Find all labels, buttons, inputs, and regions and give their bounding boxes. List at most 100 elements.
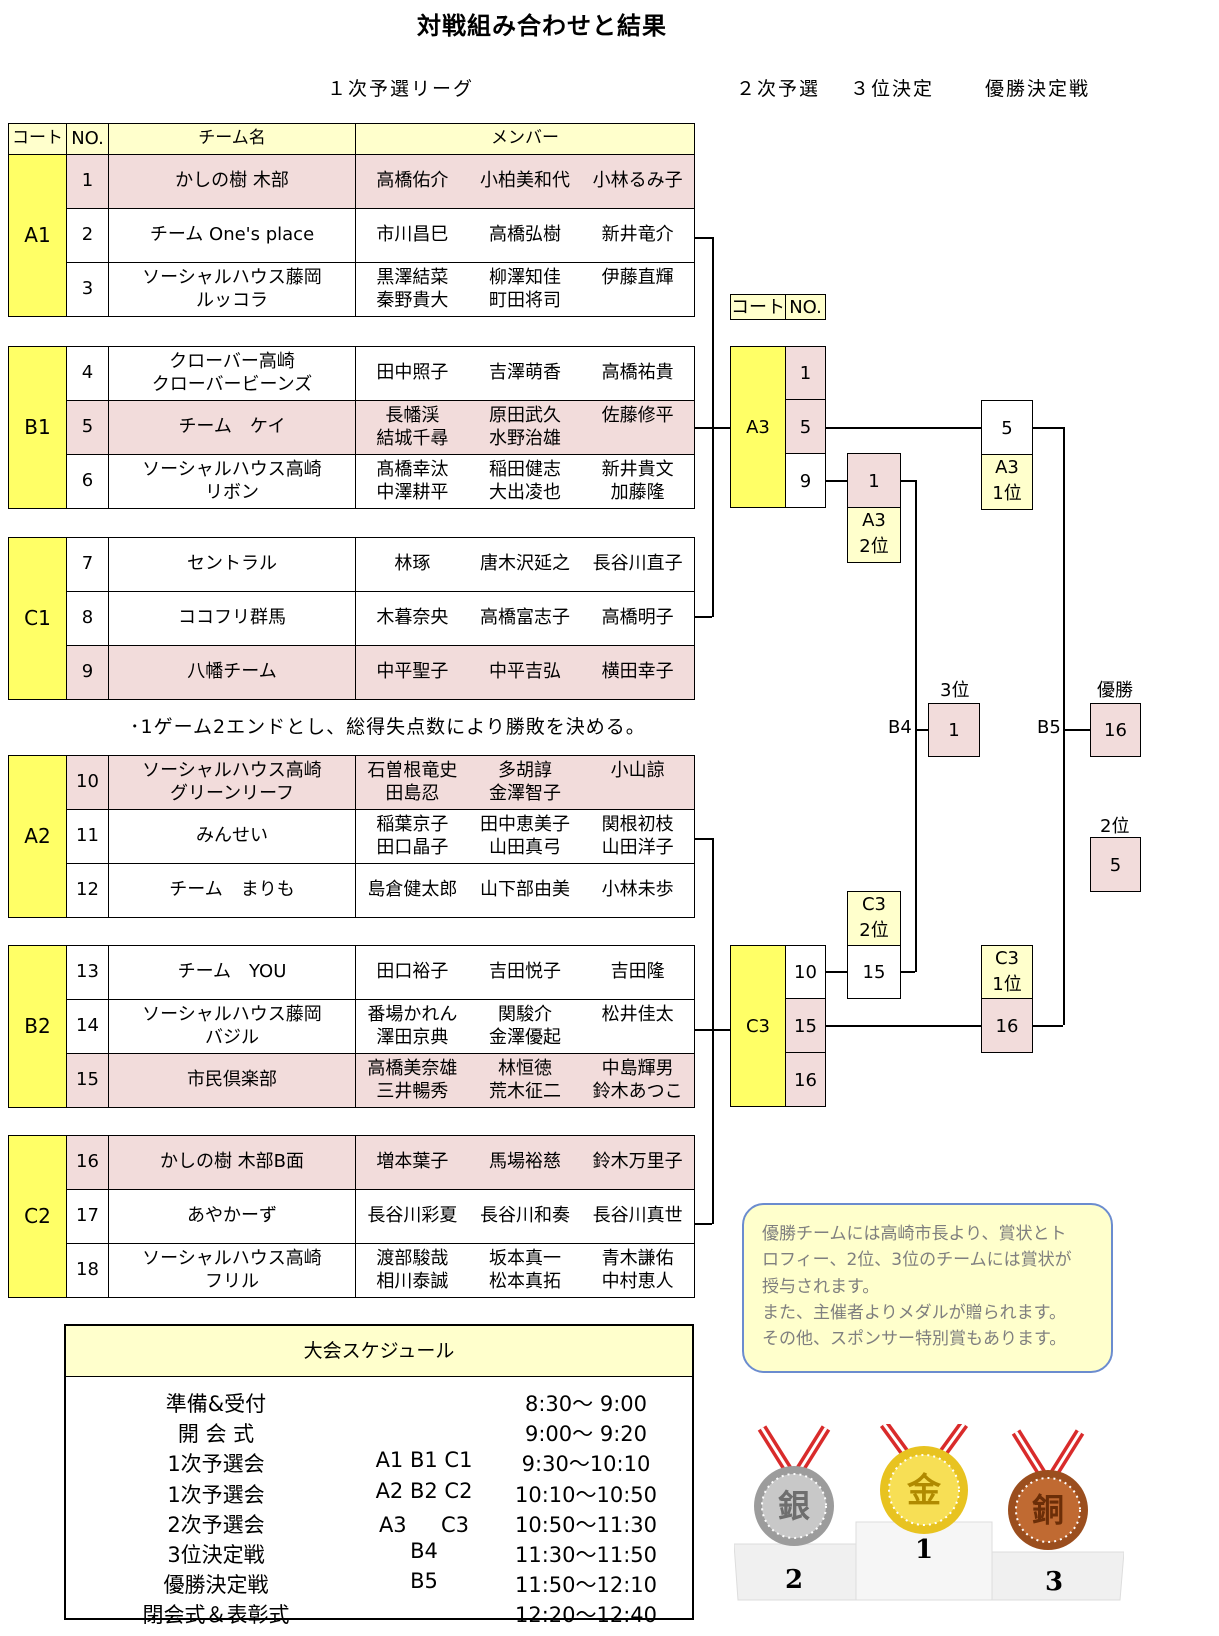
header-prelim1: １次予選リーグ (327, 78, 475, 100)
team-members: 渡部駿哉坂本真一青木謙佑相川泰誠松本真拓中村恵人 (355, 1243, 695, 1298)
team-no: 6 (66, 454, 109, 509)
silver-char: 銀 (778, 1487, 810, 1525)
member-name: 田口裕子 (376, 961, 449, 983)
member-name: 田島忍 (385, 782, 440, 804)
bracket-line (694, 838, 712, 840)
bracket-line (1063, 729, 1090, 731)
team-members: 長幡渓原田武久佐藤修平結城千尋水野治雄 (355, 400, 695, 455)
member-name: 吉澤萌香 (488, 362, 561, 384)
schedule-event: 1次予選会 (167, 1452, 265, 1477)
a3-no-2: 5 (785, 399, 826, 454)
winner-caption: 優勝 (1097, 680, 1133, 701)
member-name: 吉田悦子 (488, 961, 561, 983)
team-name-line: 八幡チーム (187, 661, 277, 683)
schedule-time: 10:10～10:50 (514, 1482, 658, 1507)
b4-no: 1 (928, 703, 980, 757)
member-name: 高橋明子 (601, 607, 674, 629)
member-name: 島倉健太郎 (367, 879, 458, 901)
team-name-line: チーム ケイ (178, 416, 286, 438)
c3-second-no: 15 (847, 945, 901, 999)
note-line: 授与されます。 (762, 1276, 880, 1297)
col-members: メンバー (355, 123, 695, 155)
team-members: 林琢唐木沢延之長谷川直子 (355, 537, 695, 592)
note-line: その他、スポンサー特別賞もあります。 (762, 1329, 1067, 1350)
member-name: 田中照子 (376, 362, 449, 384)
member-name: 長幡渓 (385, 405, 440, 426)
member-name: 秦野貴大 (376, 289, 449, 311)
member-name: 田口晶子 (376, 836, 449, 858)
team-members: 黒澤結菜柳澤知佳伊藤直輝秦野貴大町田将司 (355, 262, 695, 317)
team-members: 稲葉京子田中恵美子関根初枝田口晶子山田真弓山田洋子 (355, 809, 695, 864)
member-name: 松井佳太 (601, 1004, 674, 1025)
podium-1: 1 (915, 1535, 933, 1565)
member-name: 山田洋子 (601, 836, 674, 858)
team-no: 4 (66, 346, 109, 401)
bracket-line (826, 427, 981, 429)
a3-no-1: 1 (785, 346, 826, 400)
member-name: 加藤隆 (610, 481, 665, 503)
member-name: 結城千尋 (376, 427, 449, 449)
member-name: 鈴木万里子 (592, 1151, 683, 1173)
header-third: ３位決定 (850, 78, 935, 100)
team-name-line: ソーシャルハウス藤岡 (142, 1004, 322, 1025)
team-name-line: 市民倶楽部 (187, 1069, 277, 1091)
member-name: 黒澤結菜 (376, 267, 449, 288)
gold-char: 金 (906, 1471, 942, 1511)
team-name: チーム まりも (108, 863, 356, 918)
court-c3: C3 (730, 945, 786, 1107)
member-name: 横田幸子 (601, 661, 674, 683)
schedule-event: 優勝決定戦 (163, 1573, 269, 1598)
member-name: 長谷川彩夏 (367, 1205, 458, 1227)
member-name: 中村恵人 (601, 1270, 674, 1292)
member-name (582, 783, 694, 806)
c3-no-2: 15 (785, 998, 826, 1053)
team-name-line: クローバービーンズ (151, 373, 313, 395)
schedule-time: 10:50～11:30 (514, 1512, 658, 1537)
court-label: A2 (8, 755, 67, 918)
team-name: みんせい (108, 809, 356, 864)
member-name: 長谷川真世 (592, 1205, 683, 1227)
a3-first-no: 5 (981, 400, 1033, 455)
col-court: コート (8, 123, 67, 155)
team-name: チーム YOU (108, 945, 356, 1000)
member-name: 高橋富志子 (479, 607, 570, 629)
team-name-line: かしの樹 木部 (175, 170, 289, 192)
team-no: 15 (66, 1053, 109, 1108)
rule-note: ･1ゲーム2エンドとし、総得失点数により勝敗を決める。 (130, 716, 646, 738)
team-name-line: フリル (205, 1270, 259, 1292)
team-name-line: リボン (205, 481, 259, 503)
member-name: 町田将司 (488, 289, 561, 311)
schedule-title: 大会スケジュール (66, 1326, 692, 1377)
member-name: 中澤耕平 (376, 481, 449, 503)
schedule-time: 12:20～12:40 (514, 1603, 658, 1628)
member-name: 馬場裕慈 (488, 1151, 561, 1173)
member-name (582, 1027, 694, 1050)
bracket-line (694, 237, 712, 239)
member-name: 関駿介 (497, 1004, 552, 1025)
member-name: 新井竜介 (601, 224, 674, 246)
member-name: 柳澤知佳 (488, 267, 561, 288)
member-name: 長谷川和奏 (479, 1205, 570, 1227)
team-name-line: ソーシャルハウス藤岡 (142, 267, 322, 288)
member-name: 市川昌巳 (376, 224, 449, 246)
schedule-time: 11:50～12:10 (514, 1573, 658, 1598)
team-name: 八幡チーム (108, 645, 356, 700)
member-name: 小山諒 (610, 760, 665, 781)
schedule-event: 開 会 式 (177, 1422, 255, 1447)
member-name: 松本真拓 (488, 1270, 561, 1292)
